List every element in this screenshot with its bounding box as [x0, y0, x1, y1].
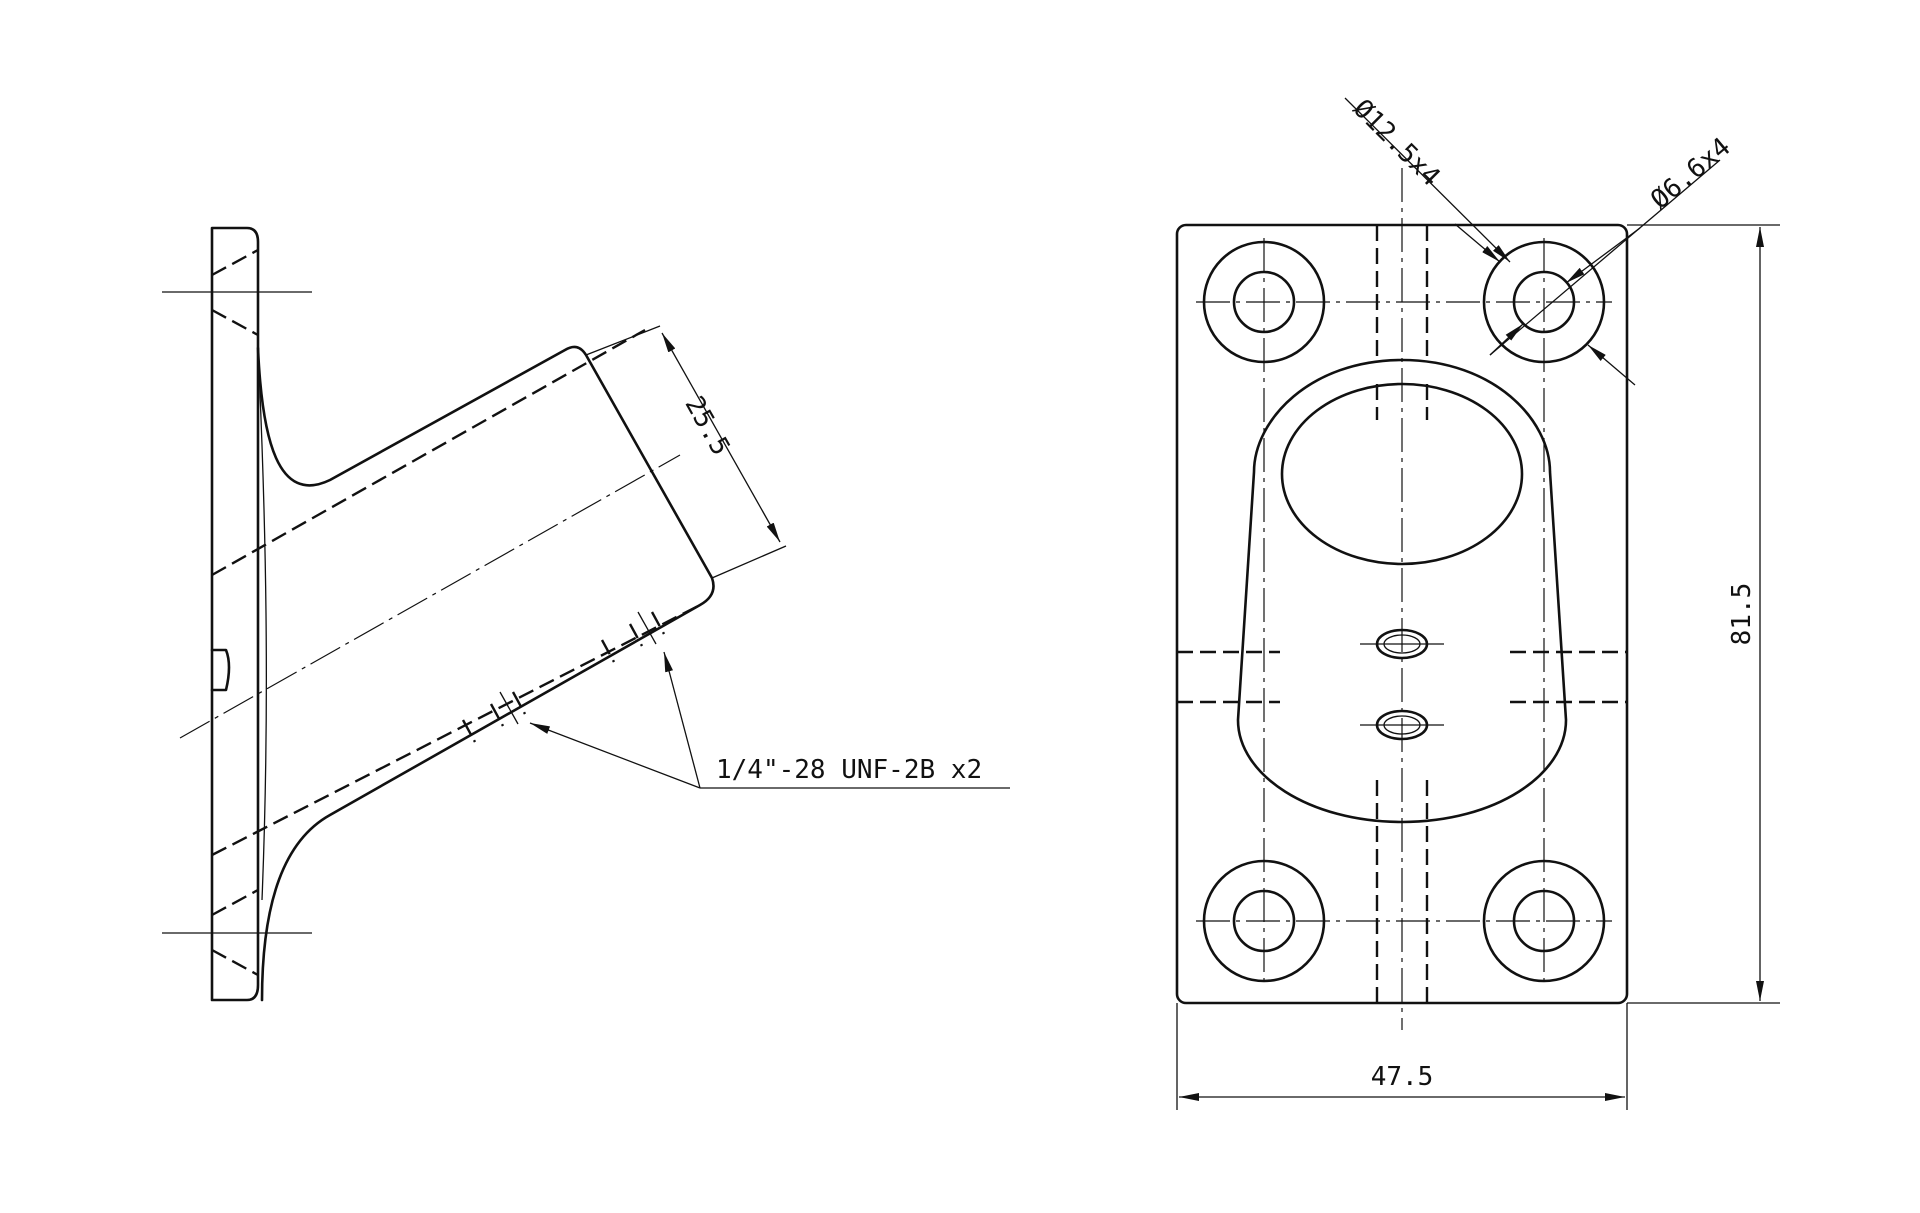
thread-leader-2 [663, 651, 701, 789]
side-view: 25.5 1/4"-28 UNF-2B x2 [162, 226, 1010, 1002]
side-bore-lower [211, 603, 701, 857]
side-tube-axis [179, 454, 681, 739]
cbore-leader [1344, 97, 1511, 263]
side-thread-hole-2 [600, 611, 666, 663]
dim-base-height: 81.5 [1727, 583, 1757, 646]
cbore-dim-arrow-b [1454, 223, 1501, 263]
side-fillet-curve [257, 347, 268, 901]
side-thread-hole-1 [461, 691, 527, 743]
hole-dim-arrow-a [1489, 323, 1524, 356]
dim-tube-diameter: 25.5 [678, 391, 735, 460]
front-hub-outline [1236, 358, 1568, 824]
cbore-dim-arrow [1587, 344, 1636, 386]
front-thread-hole-2 [1360, 709, 1444, 741]
hole-dim-line [1489, 159, 1721, 356]
dim-tube-line [661, 332, 781, 543]
side-plate-notch [210, 648, 231, 692]
front-hidden-slot [1375, 225, 1429, 1003]
thread-leader-1 [529, 722, 701, 789]
side-tube-outline [256, 345, 715, 1002]
dim-tube-ext-1 [585, 325, 661, 356]
side-cbore-bot-b [211, 948, 259, 977]
hole-dim-arrow-b [1565, 227, 1641, 284]
side-cbore-top-a [211, 248, 259, 277]
dim-base-width: 47.5 [1371, 1062, 1434, 1092]
front-thread-hole-1 [1360, 628, 1444, 660]
front-hidden-horizontal [1177, 650, 1627, 704]
dim-through-hole: Ø6.6x4 [1645, 132, 1736, 215]
dim-tube-ext-2 [711, 545, 787, 579]
side-cbore-bot-a [211, 888, 259, 917]
front-view: Ø12.5x4 Ø6.6x4 81.5 47.5 [1175, 94, 1780, 1110]
hole-centerlines [1196, 238, 1612, 985]
side-bore-upper [211, 328, 646, 577]
side-cbore-top-b [211, 308, 259, 337]
dim-counterbore: Ø12.5x4 [1347, 94, 1446, 193]
thread-callout: 1/4"-28 UNF-2B x2 [716, 755, 982, 785]
side-base-plate [210, 226, 260, 1002]
